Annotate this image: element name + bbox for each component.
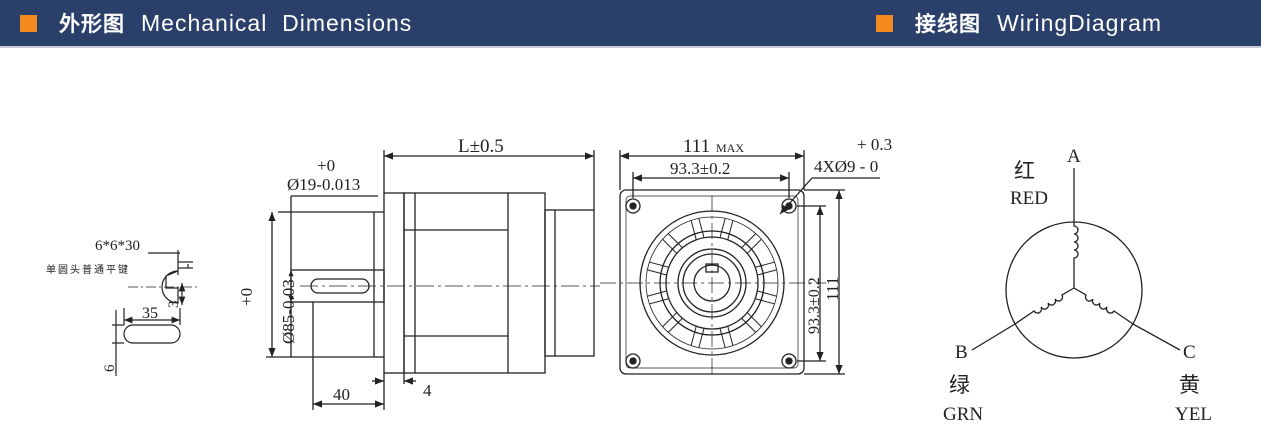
key-body xyxy=(123,324,181,344)
cover-rib xyxy=(662,238,677,254)
mechanical-title-en: Mechanical Dimensions xyxy=(141,9,413,36)
shaft-length-label: 40 xyxy=(333,385,350,404)
cover-rib xyxy=(757,269,777,276)
cover-rib xyxy=(719,218,726,238)
bolt-hole xyxy=(781,198,797,214)
bolt-spacing-v-label: 93.3±0.2 xyxy=(806,277,823,334)
key-width-label: 6 xyxy=(102,364,118,372)
cover-rib xyxy=(662,312,677,328)
shaft-tol-label: +0 xyxy=(317,156,335,175)
cover-rib xyxy=(647,290,667,297)
shaft-diameter-label: Ø19-0.013 xyxy=(287,175,360,194)
width-max-unit: MAX xyxy=(716,141,744,155)
cover-rib xyxy=(667,318,683,333)
pilot-tol-label: +0 xyxy=(237,288,256,306)
cover-rib xyxy=(741,318,757,333)
wiring-diagram xyxy=(971,168,1181,359)
motor-front-view xyxy=(600,150,880,378)
key-length-label: 35 xyxy=(142,305,158,322)
phase-b-color-cn: 绿 xyxy=(949,373,970,397)
key-spec-label: 6*6*30 xyxy=(95,238,140,254)
width-max-value: 111 xyxy=(683,136,710,157)
key-depth-label: 3 xyxy=(166,301,182,309)
cover-rib xyxy=(755,261,775,268)
shaft-section xyxy=(161,270,179,304)
phase-b-color-en: GRN xyxy=(943,404,983,425)
rear-cap xyxy=(544,209,595,357)
cover-rib xyxy=(757,290,777,297)
mechanical-title-cn: 外形图 xyxy=(59,12,125,36)
cover-rib xyxy=(690,326,697,346)
key-note-label: 单圆头普通平键 xyxy=(46,263,130,276)
cover-rib xyxy=(719,328,726,348)
winding-c xyxy=(1073,287,1134,325)
bolt-hole xyxy=(625,198,641,214)
winding-a xyxy=(1073,222,1079,288)
phase-a-color-cn: 红 xyxy=(1014,159,1035,183)
orange-square-icon xyxy=(876,14,893,32)
phase-a-label: A xyxy=(1067,146,1081,167)
motor-flange xyxy=(383,192,405,374)
cover-rib xyxy=(698,328,705,348)
bolt-spacing-h-label: 93.3±0.2 xyxy=(670,159,730,178)
cover-rib xyxy=(727,326,734,346)
phase-b-label: B xyxy=(955,342,968,363)
flange-thickness-label: 4 xyxy=(423,381,432,400)
motor-side-view xyxy=(266,150,600,410)
cover-rib xyxy=(647,269,667,276)
cover-rib xyxy=(741,233,757,248)
height-label: 111 xyxy=(823,277,842,301)
phase-c-label: C xyxy=(1183,342,1196,363)
wiring-diagram-header: 接线图 WiringDiagram xyxy=(876,0,1162,46)
cover-rib xyxy=(747,312,762,328)
pilot-diameter-label: Ø85-0.03 xyxy=(279,279,298,344)
shaft-keyway xyxy=(310,278,370,294)
cover-rib xyxy=(649,261,669,268)
winding-b xyxy=(1014,287,1075,325)
wiring-title-cn: 接线图 xyxy=(915,12,981,36)
cover-rib xyxy=(698,218,705,238)
orange-square-icon xyxy=(20,14,37,32)
bolt-hole xyxy=(625,353,641,369)
holes-label: 4XØ9 - 0 xyxy=(814,157,878,176)
phase-c-color-cn: 黄 xyxy=(1179,373,1200,397)
cover-rib xyxy=(667,233,683,248)
bolt-hole xyxy=(781,353,797,369)
cover-rib xyxy=(690,220,697,240)
phase-a-color-en: RED xyxy=(1010,188,1048,209)
motor-body xyxy=(403,192,546,374)
cover-rib xyxy=(727,220,734,240)
cover-rib xyxy=(649,298,669,305)
title-banner xyxy=(0,0,1261,48)
pilot-boss xyxy=(291,212,374,357)
cover-rib xyxy=(755,298,775,305)
length-label: L±0.5 xyxy=(458,136,504,157)
wiring-title-en: WiringDiagram xyxy=(997,9,1163,36)
mechanical-dimensions-header: 外形图 Mechanical Dimensions xyxy=(20,0,412,46)
hole-tol-label: + 0.3 xyxy=(857,135,892,154)
phase-c-color-en: YEL xyxy=(1175,404,1212,425)
cover-rib xyxy=(747,238,762,254)
key-detail xyxy=(112,250,198,376)
